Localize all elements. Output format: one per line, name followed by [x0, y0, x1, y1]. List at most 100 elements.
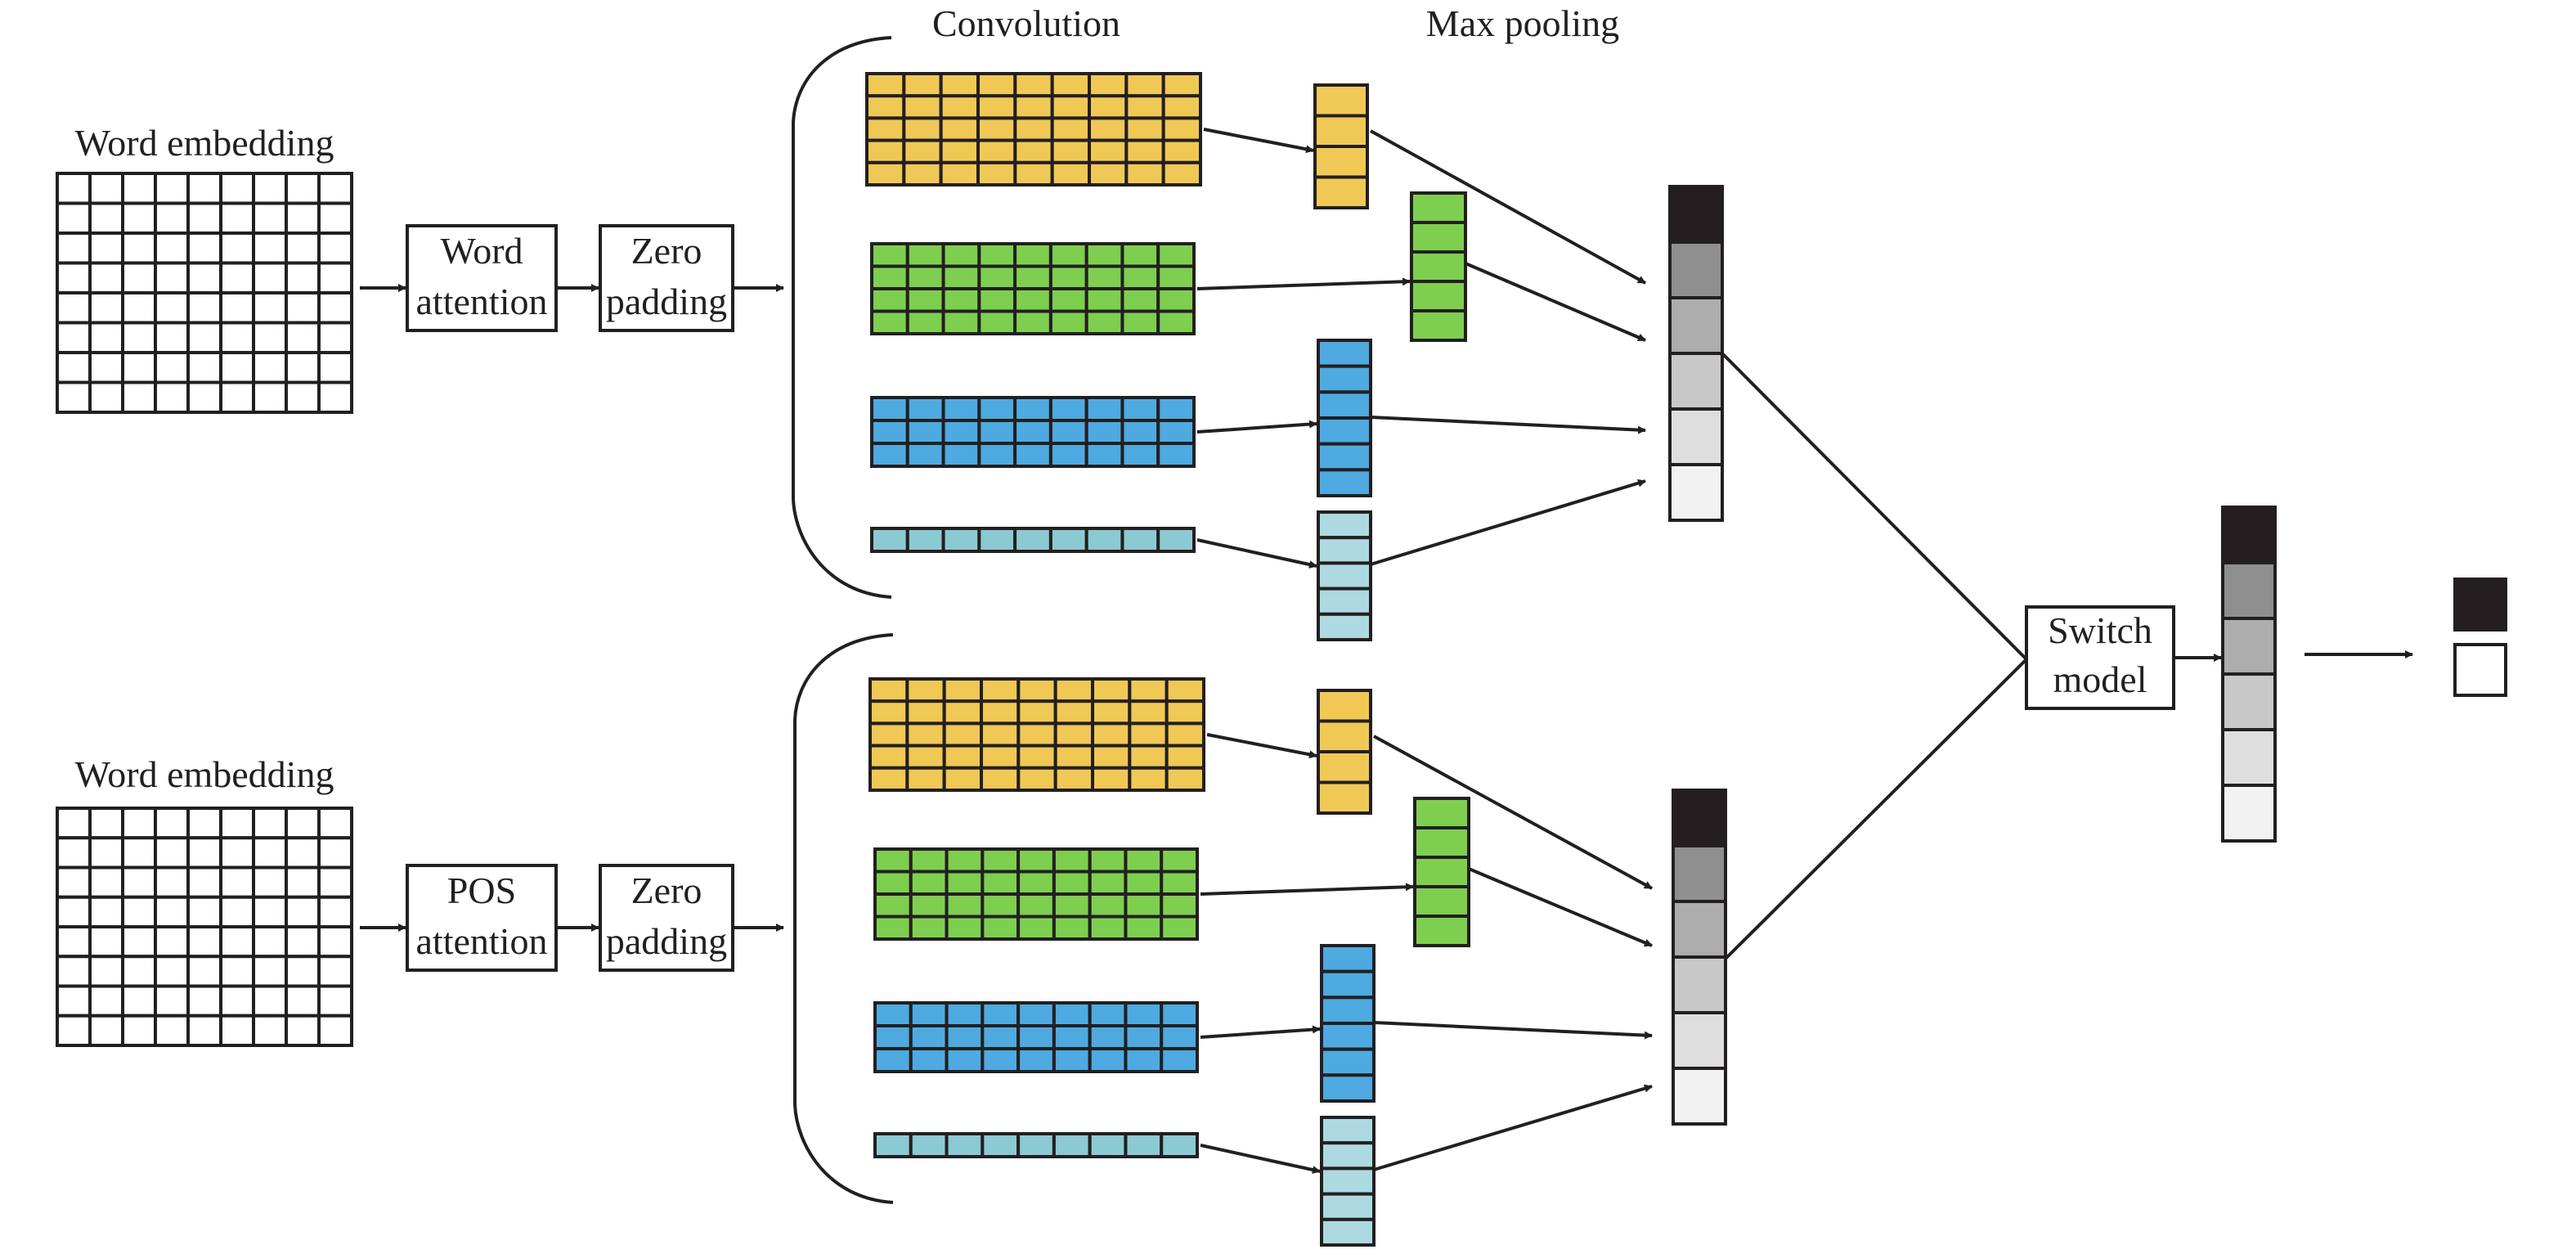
embedding-cell — [186, 351, 222, 384]
conv-cell-light-blue — [977, 527, 1017, 553]
conv-cell-yellow — [1016, 699, 1057, 726]
output-class-negative — [2453, 643, 2507, 697]
embedding-cell — [121, 351, 157, 384]
conv-cell-yellow — [902, 116, 943, 142]
embedding-cell — [252, 1014, 288, 1047]
conv-cell-blue — [1048, 396, 1088, 422]
embedding-cell — [121, 380, 157, 414]
vector-cell — [2221, 784, 2277, 843]
embedding-cell — [186, 172, 222, 205]
embedding-cell — [252, 807, 288, 840]
embedding-cell — [186, 231, 222, 265]
pos-attention-box: POS attention — [406, 864, 558, 972]
conv-cell-light-blue — [941, 527, 981, 553]
embedding-cell — [219, 984, 255, 1018]
embedding-cell — [154, 351, 190, 384]
embedding-cell — [121, 955, 157, 988]
conv-cell-yellow — [868, 699, 909, 726]
branch-light-blue — [870, 479, 1646, 641]
arrow-conv-to-pool-blue — [1196, 420, 1317, 434]
conv-cell-green — [977, 287, 1017, 313]
embedding-cell — [317, 172, 353, 205]
conv-cell-yellow — [980, 766, 1021, 792]
conv-cell-yellow — [1050, 72, 1091, 98]
zero-padding-top-line2: padding — [606, 281, 727, 322]
conv-cell-yellow — [976, 72, 1017, 98]
conv-cell-yellow — [1165, 766, 1205, 792]
conv-cell-yellow — [1088, 94, 1129, 120]
conv-cell-yellow — [868, 766, 909, 792]
convolution-branches-bottom — [868, 677, 1653, 1247]
embedding-cell — [121, 321, 157, 354]
conv-cell-blue — [1084, 396, 1124, 422]
conv-cell-green — [1016, 870, 1056, 896]
embedding-cell — [252, 351, 288, 384]
embedding-cell — [56, 984, 92, 1018]
embedding-cell — [285, 807, 321, 840]
conv-cell-blue — [870, 442, 909, 468]
conv-cell-green — [1124, 870, 1164, 896]
conv-cell-yellow — [980, 721, 1021, 748]
embedding-cell — [154, 380, 190, 414]
conv-cell-green — [1052, 847, 1092, 874]
pool-cell-green — [1413, 797, 1470, 829]
embedding-cell — [317, 807, 353, 840]
word-embedding-label-top: Word embedding — [75, 122, 334, 164]
conv-cell-light-blue — [905, 527, 945, 553]
conv-cell-yellow — [1091, 699, 1132, 726]
conv-cell-green — [873, 870, 913, 896]
embedding-cell — [219, 291, 255, 325]
switch-model-line1: Switch — [2048, 609, 2152, 651]
embedding-cell — [154, 955, 190, 988]
embedding-cell — [285, 925, 321, 959]
embedding-cell — [252, 231, 288, 265]
embedding-cell — [154, 925, 190, 959]
conv-cell-blue — [873, 1047, 913, 1073]
vector-cell — [1668, 296, 1724, 355]
conv-cell-yellow — [1124, 94, 1165, 120]
conv-cell-green — [1084, 309, 1124, 335]
embedding-cell — [121, 291, 157, 325]
embedding-cell — [88, 201, 124, 235]
conv-cell-yellow — [902, 94, 943, 120]
conv-cell-yellow — [1013, 160, 1054, 187]
conv-cell-blue — [905, 442, 945, 468]
conv-cell-blue — [945, 1047, 985, 1073]
conv-cell-yellow — [939, 160, 980, 187]
branch-green — [873, 797, 1653, 947]
conv-cell-yellow — [865, 138, 906, 164]
pool-cell-green — [1413, 856, 1470, 888]
vector-cell — [1668, 240, 1724, 299]
embedding-cell — [219, 201, 255, 235]
conv-cell-yellow — [976, 94, 1017, 120]
conv-cell-yellow — [1088, 116, 1129, 142]
arrow-conv-to-pool-yellow — [1206, 733, 1317, 759]
conv-cell-yellow — [1128, 744, 1169, 770]
conv-cell-yellow — [1050, 138, 1091, 164]
arrow-pool-to-vector-green — [1468, 867, 1653, 947]
pool-cell-green — [1410, 221, 1467, 254]
conv-cell-green — [870, 264, 909, 290]
embedding-cell — [56, 955, 92, 988]
embedding-cell — [56, 291, 92, 325]
conv-cell-yellow — [1013, 72, 1054, 98]
arrow-conv-to-pool-green — [1196, 277, 1411, 290]
embedding-cell — [154, 201, 190, 235]
embedding-cell — [121, 984, 157, 1018]
conv-cell-blue — [1088, 1047, 1128, 1073]
pool-cell-blue — [1317, 416, 1372, 446]
max-pooling-label: Max pooling — [1426, 2, 1619, 44]
embedding-cell — [88, 321, 124, 354]
conv-cell-blue — [905, 419, 945, 445]
conv-cell-blue — [1084, 442, 1124, 468]
conv-cell-green — [1124, 847, 1164, 874]
embedding-cell — [219, 321, 255, 354]
conv-cell-yellow — [1124, 116, 1165, 142]
conv-cell-yellow — [1016, 677, 1057, 703]
arrow-pool-to-vector-light-blue — [1370, 479, 1646, 566]
embedding-cell — [252, 836, 288, 870]
conv-cell-blue — [1016, 1024, 1056, 1050]
embedding-cell — [88, 865, 124, 899]
embedding-cell — [121, 201, 157, 235]
